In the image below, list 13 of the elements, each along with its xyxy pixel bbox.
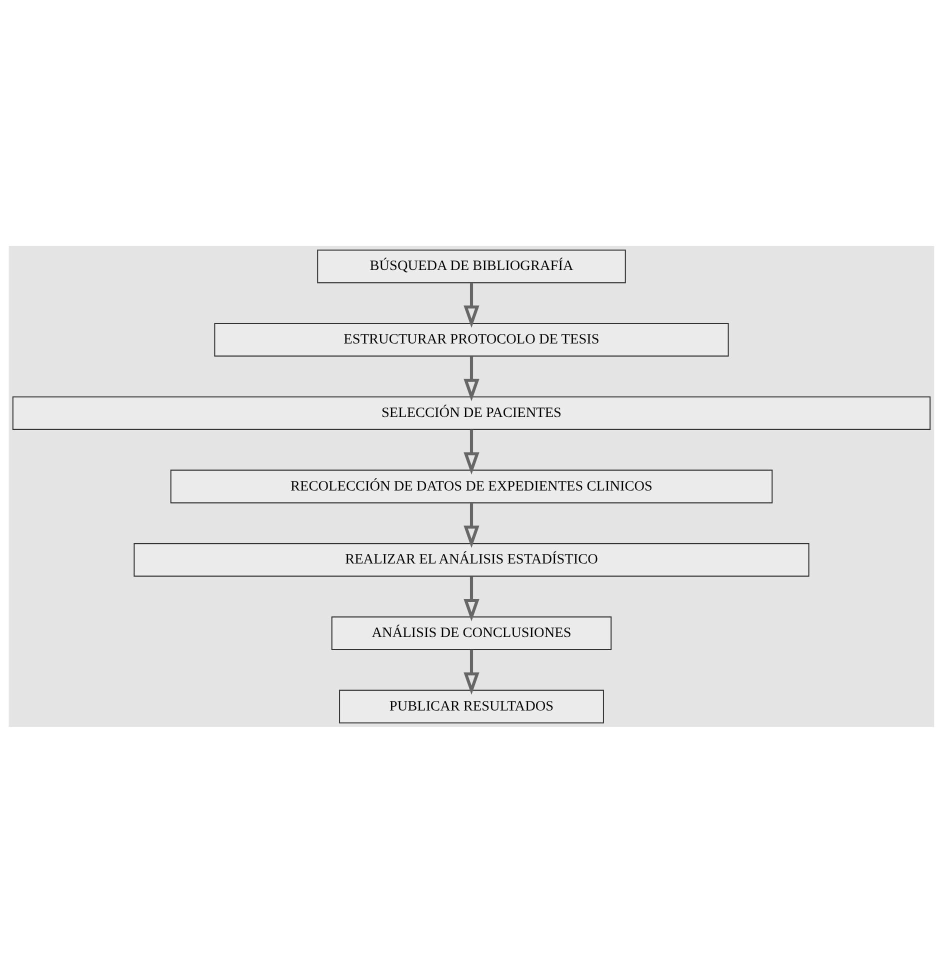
arrow — [464, 429, 480, 474]
arrow — [464, 282, 480, 328]
node-box: ANÁLISIS DE CONCLUSIONES — [331, 616, 612, 650]
node-box: ESTRUCTURAR PROTOCOLO DE TESIS — [214, 322, 729, 356]
arrow — [464, 649, 480, 694]
node-box: PUBLICAR RESULTADOS — [339, 689, 604, 723]
arrow — [464, 576, 480, 621]
arrow — [464, 356, 480, 401]
node-box: REALIZAR EL ANÁLISIS ESTADÍSTICO — [134, 542, 810, 576]
arrow — [464, 502, 480, 548]
node-box: RECOLECCIÓN DE DATOS DE EXPEDIENTES CLINICOS — [170, 469, 773, 503]
node-box: SELECCIÓN DE PACIENTES — [12, 396, 931, 430]
node-box: BÚSQUEDA DE BIBLIOGRAFÍA — [317, 249, 626, 283]
